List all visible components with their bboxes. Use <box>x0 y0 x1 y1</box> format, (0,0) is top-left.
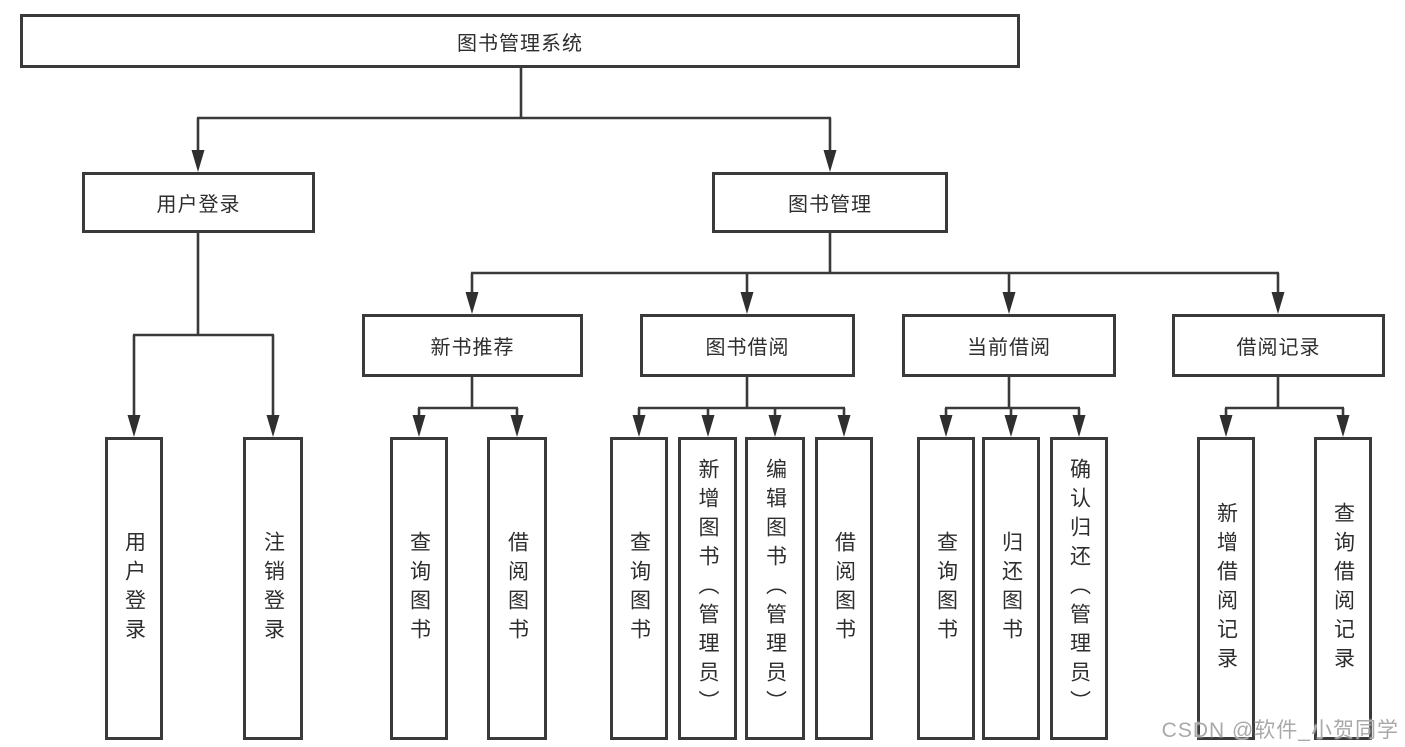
node-user-login-label: 用户登录 <box>156 194 241 216</box>
node-book-management-label: 图书管理 <box>788 194 872 216</box>
node-borrow-records-label: 借阅记录 <box>1236 337 1321 359</box>
node-book-management: 图书管理 <box>712 172 948 233</box>
node-user-login: 用户登录 <box>82 172 315 233</box>
leaf-query-books-current-label: 查询图书 <box>934 530 958 647</box>
leaf-edit-book-admin: 编辑图书（管理员） <box>745 437 805 740</box>
leaf-return-book-label: 归还图书 <box>999 530 1023 647</box>
leaf-confirm-return-admin: 确认归还（管理员） <box>1050 437 1108 740</box>
leaf-add-borrow-record-label: 新增借阅记录 <box>1214 501 1238 676</box>
leaf-borrow-books-label: 借阅图书 <box>832 530 856 647</box>
leaf-add-book-admin-label: 新增图书（管理员） <box>696 458 719 719</box>
leaf-query-books-recommend-label: 查询图书 <box>407 530 431 647</box>
node-current-borrow: 当前借阅 <box>902 314 1116 377</box>
node-borrow-records: 借阅记录 <box>1172 314 1385 377</box>
leaf-return-book: 归还图书 <box>982 437 1040 740</box>
leaf-borrow-books-recommend-label: 借阅图书 <box>505 530 529 647</box>
leaf-logout: 注销登录 <box>243 437 303 740</box>
leaf-edit-book-admin-label: 编辑图书（管理员） <box>763 458 787 719</box>
leaf-query-books-borrow-label: 查询图书 <box>627 530 651 647</box>
leaf-user-login-label: 用户登录 <box>122 530 146 647</box>
node-new-book-recommend-label: 新书推荐 <box>430 337 515 359</box>
node-current-borrow-label: 当前借阅 <box>967 337 1051 359</box>
node-book-borrow: 图书借阅 <box>640 314 855 377</box>
leaf-confirm-return-admin-label: 确认归还（管理员） <box>1067 458 1091 719</box>
leaf-logout-label: 注销登录 <box>261 530 285 647</box>
leaf-borrow-books-recommend: 借阅图书 <box>487 437 547 740</box>
leaf-borrow-books: 借阅图书 <box>815 437 873 740</box>
node-library-system-label: 图书管理系统 <box>457 32 583 55</box>
leaf-query-books-current: 查询图书 <box>917 437 975 740</box>
node-new-book-recommend: 新书推荐 <box>362 314 583 377</box>
leaf-query-books-borrow: 查询图书 <box>610 437 668 740</box>
leaf-query-books-recommend: 查询图书 <box>390 437 448 740</box>
leaf-query-borrow-record: 查询借阅记录 <box>1314 437 1372 740</box>
leaf-add-book-admin: 新增图书（管理员） <box>678 437 737 740</box>
node-book-borrow-label: 图书借阅 <box>705 337 790 359</box>
arrowheads <box>127 150 1350 437</box>
leaf-query-borrow-record-label: 查询借阅记录 <box>1331 501 1355 676</box>
leaf-user-login: 用户登录 <box>105 437 163 740</box>
leaf-add-borrow-record: 新增借阅记录 <box>1197 437 1255 740</box>
csdn-watermark: CSDN @软件_小贺同学 <box>1161 719 1399 742</box>
node-library-system: 图书管理系统 <box>20 14 1020 68</box>
